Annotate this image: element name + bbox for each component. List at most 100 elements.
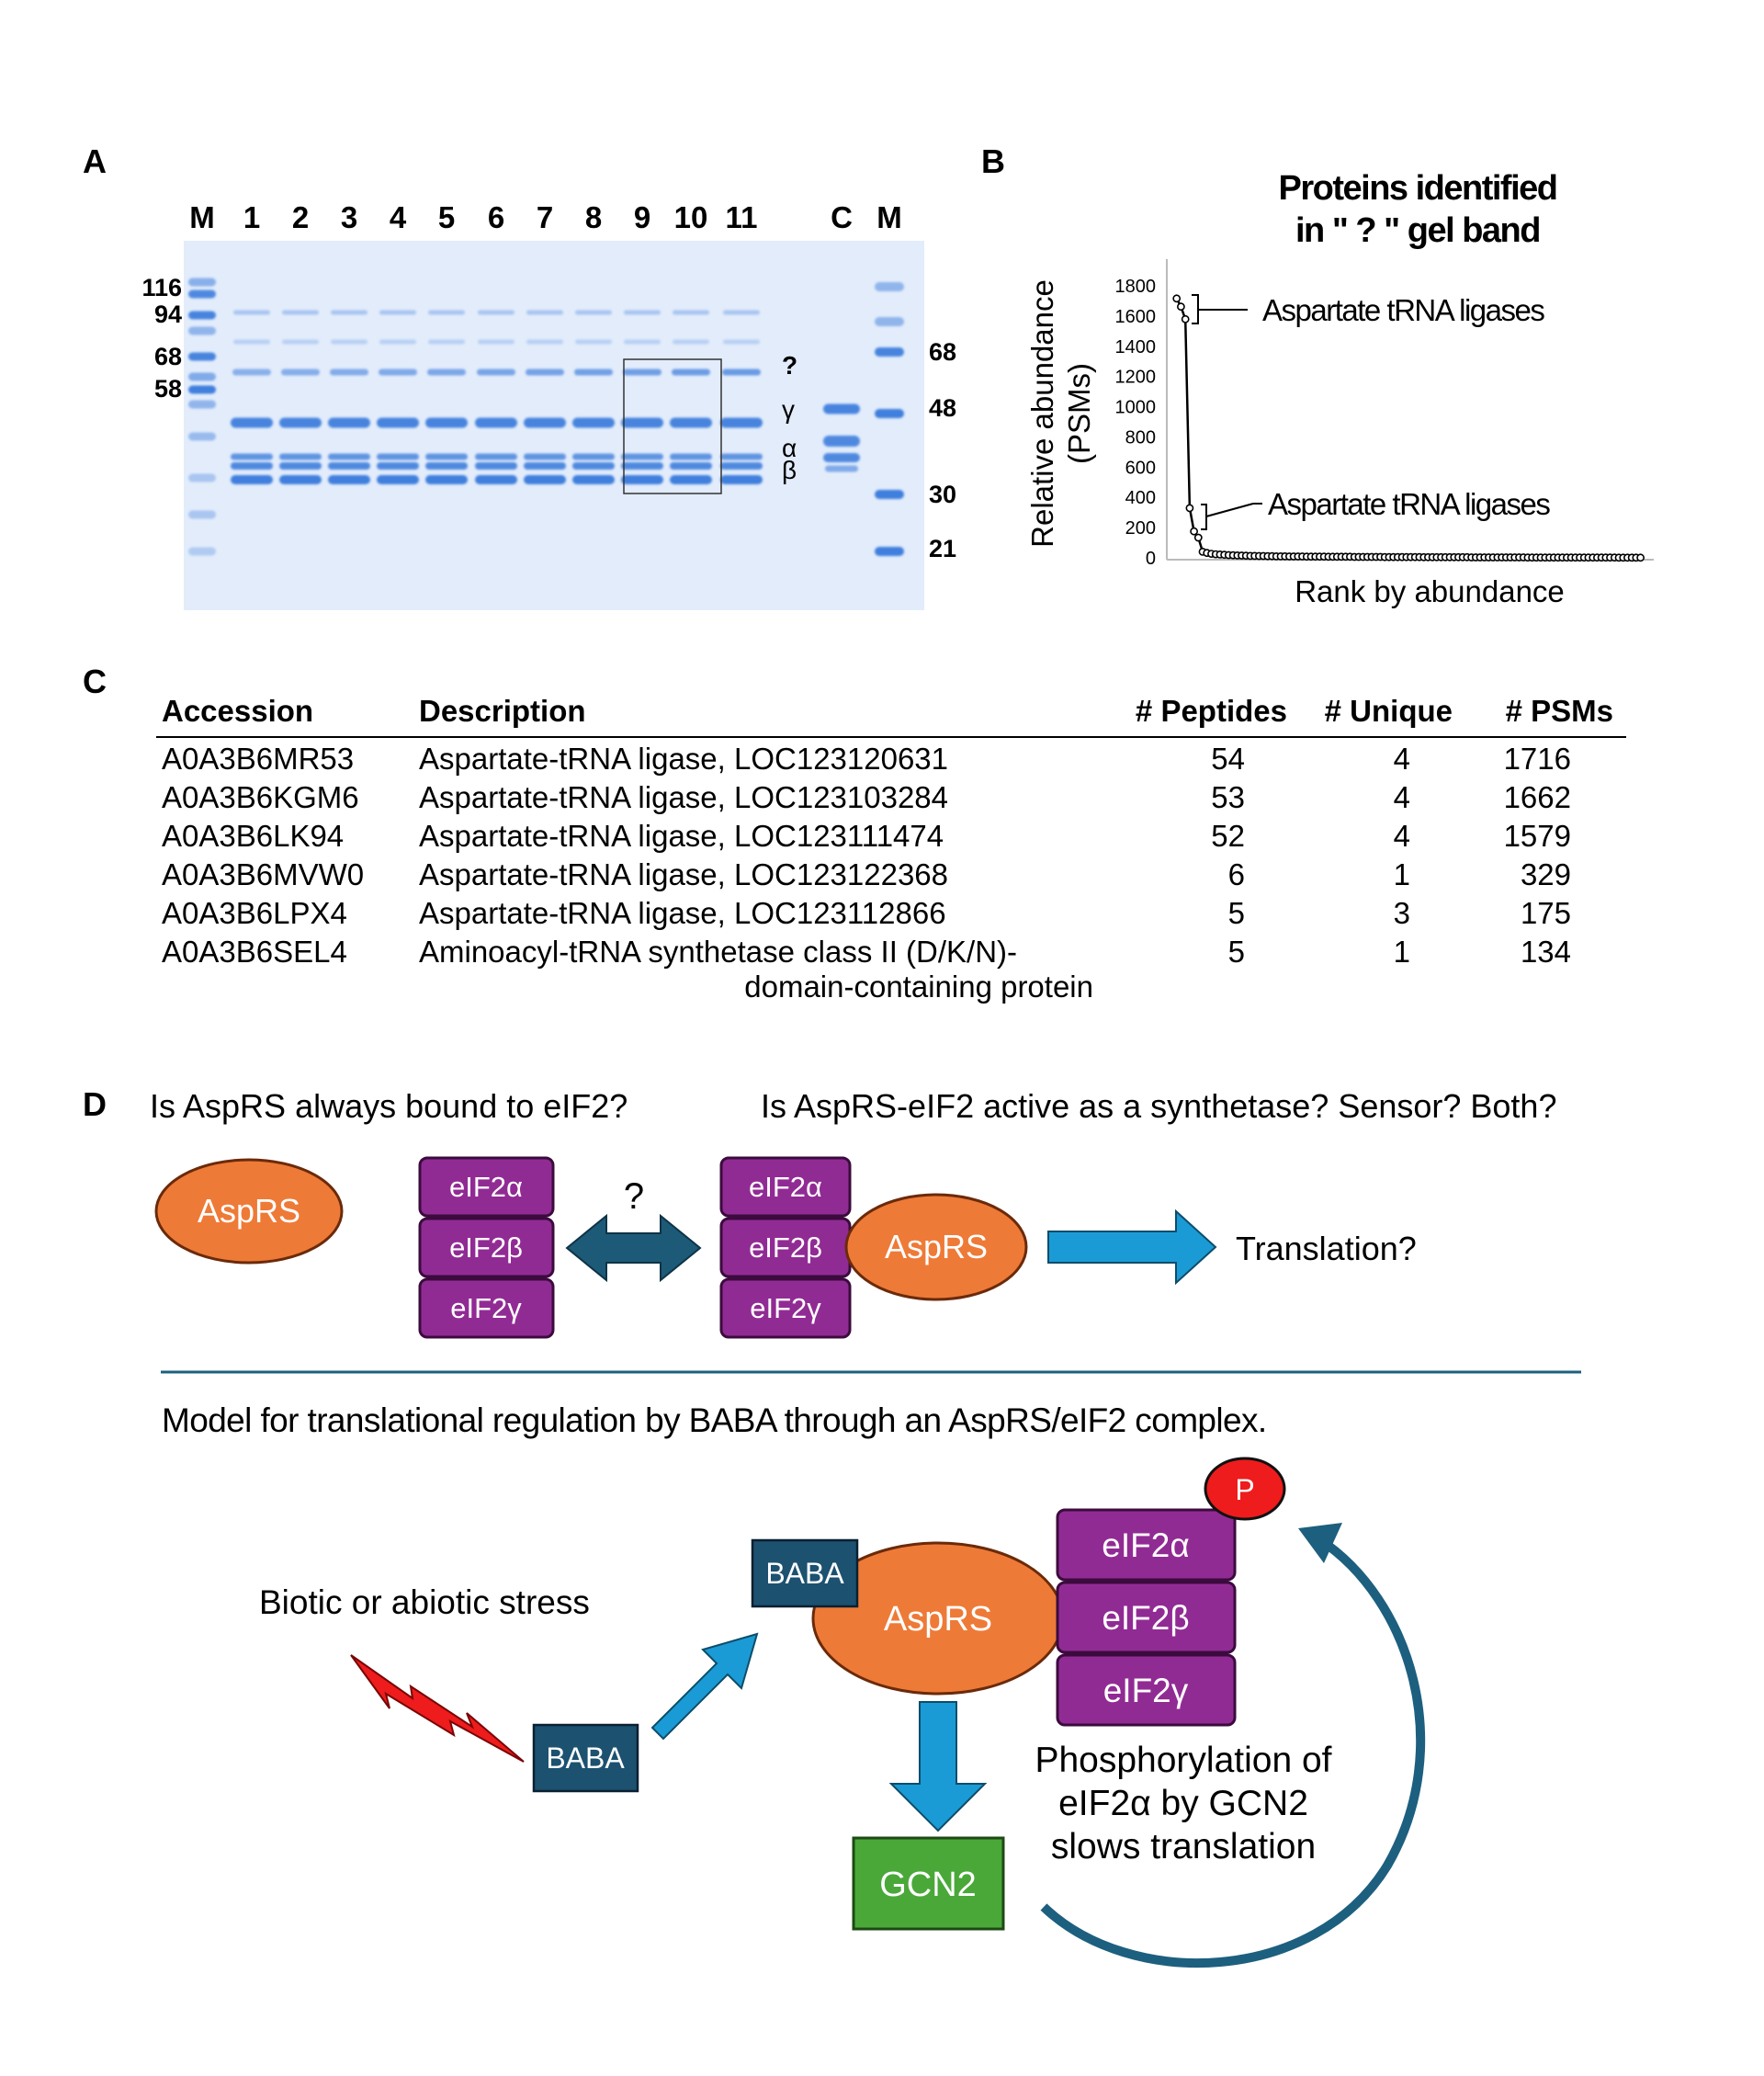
gel-band [673,310,709,315]
gel-band-unknown [526,369,564,376]
gel-band-beta [231,475,273,484]
gel-band-alpha [475,453,517,460]
gel-band-labels: ? γ α β [782,351,797,484]
lane-label: 4 [390,200,407,234]
gel-band [478,310,514,315]
description-text: Aspartate-tRNA ligase, LOC123112866 [419,896,946,930]
ladder-band [188,278,216,287]
panel-label-b: B [981,142,1005,180]
gel-band-alpha [720,462,763,470]
eif2a-block [1056,1508,1237,1582]
marker-label: 68 [929,338,956,366]
gel-band-gamma [475,417,517,428]
x-axis-label: Rank by abundance [1295,574,1565,608]
gel-band-alpha [377,453,419,460]
data-point [1193,533,1203,542]
data-point [1177,302,1185,312]
baba-label: BABA [546,1741,625,1775]
phosphate-label: P [1235,1473,1254,1506]
asprs-label: AspRS [885,1228,988,1265]
cell-accession: A0A3B6MVW0 [162,857,365,891]
gel-band-gamma [377,417,419,428]
eif2a-block [719,1156,852,1218]
gel-band [428,310,465,315]
lightning-icon [350,1654,525,1763]
y-axis-label-line: Relative abundance [1025,279,1059,548]
double-arrow [565,1213,702,1283]
gel-band-unknown [427,369,466,376]
gel-band-alpha [475,462,517,470]
ladder-band [188,473,216,482]
annotation-label: Aspartate tRNA ligases [1268,487,1550,521]
annotation-bracket [1201,503,1262,530]
gel-band [428,339,465,345]
ladder-band [188,311,216,320]
baba-label: BABA [765,1557,844,1590]
phospho-line: Phosphorylation of [1035,1741,1331,1780]
header-psms: # PSMs [1465,694,1626,738]
ladder-band [188,289,216,299]
stress-label: Biotic or abiotic stress [259,1583,590,1621]
eif2b-label: eIF2β [749,1231,822,1264]
ladder-band [188,510,216,519]
cell-accession: A0A3B6MR53 [162,742,355,776]
annotation-bracket [1192,294,1248,324]
gel-band [282,310,319,315]
gel-band-gamma [572,417,615,428]
baba-rect [532,1723,639,1793]
eif2g-label: eIF2γ [1103,1672,1189,1709]
gel-band-beta [720,475,763,484]
gel-band-gamma [621,417,663,428]
gel-band-alpha [524,453,566,460]
panel-label-d: D [83,1085,107,1123]
ladder-band [875,490,904,499]
asprs-ellipse [844,1193,1028,1301]
y-tick-label: 600 [1125,458,1156,478]
gel-band-c [823,436,860,447]
gel-band-gamma [425,417,468,428]
question-2: Is AspRS-eIF2 active as a synthetase? Se… [761,1087,1556,1125]
question-1: Is AspRS always bound to eIF2? [150,1087,628,1125]
eif2a-label: eIF2α [449,1171,523,1203]
eif2b-label: eIF2β [1102,1599,1189,1637]
data-point [1185,504,1194,513]
gel-band-gamma [720,417,763,428]
marker-label: 21 [929,535,956,562]
band-label-beta: β [782,456,797,484]
table-row: A0A3B6MVW0 Aspartate-tRNA ligase, LOC1231… [156,854,1626,892]
gel-band-beta [572,475,615,484]
description-text: Aminoacyl-tRNA synthetase class II (D/K/… [419,935,1018,969]
annotation-label: Aspartate tRNA ligases [1262,293,1544,327]
ladder-band [875,547,904,556]
chart-b: Proteins identified in " ? " gel band Re… [1025,169,1654,608]
gel-band-c [823,403,860,414]
lane-label: 1 [243,200,260,234]
eif2g-block [1056,1653,1237,1727]
panel-label-c: C [83,663,107,700]
lane-label: C [831,200,853,234]
eif2a-label: eIF2α [1102,1526,1189,1564]
ladder-band [188,352,216,361]
data-point [1636,553,1645,562]
cell-peptides: 52 [1211,819,1245,853]
cell-description: Aspartate-tRNA ligase, LOC123122368 [413,854,1102,892]
gel-band-beta [475,475,517,484]
gel-band [331,339,368,345]
gel-band [624,310,661,315]
ladder-band [188,385,216,394]
gel-band-unknown [477,369,515,376]
y-tick-label: 200 [1125,518,1156,539]
gel-right-markers: 68 48 30 21 [929,338,956,562]
cell-description: Aspartate-tRNA ligase, LOC123112866 [413,892,1102,931]
cell-psms: 175 [1520,896,1571,930]
gel-band-alpha [670,462,712,470]
asprs-free: AspRS [154,1158,344,1265]
gel-band [526,339,563,345]
down-arrow [888,1701,988,1832]
y-tick-label: 0 [1146,549,1156,569]
lane-label: 10 [674,200,708,234]
gel-lane-labels: M 1 2 3 4 5 6 7 8 9 10 11 C M [189,200,902,234]
cell-psms: 1579 [1503,819,1571,853]
gel-band-beta [670,475,712,484]
